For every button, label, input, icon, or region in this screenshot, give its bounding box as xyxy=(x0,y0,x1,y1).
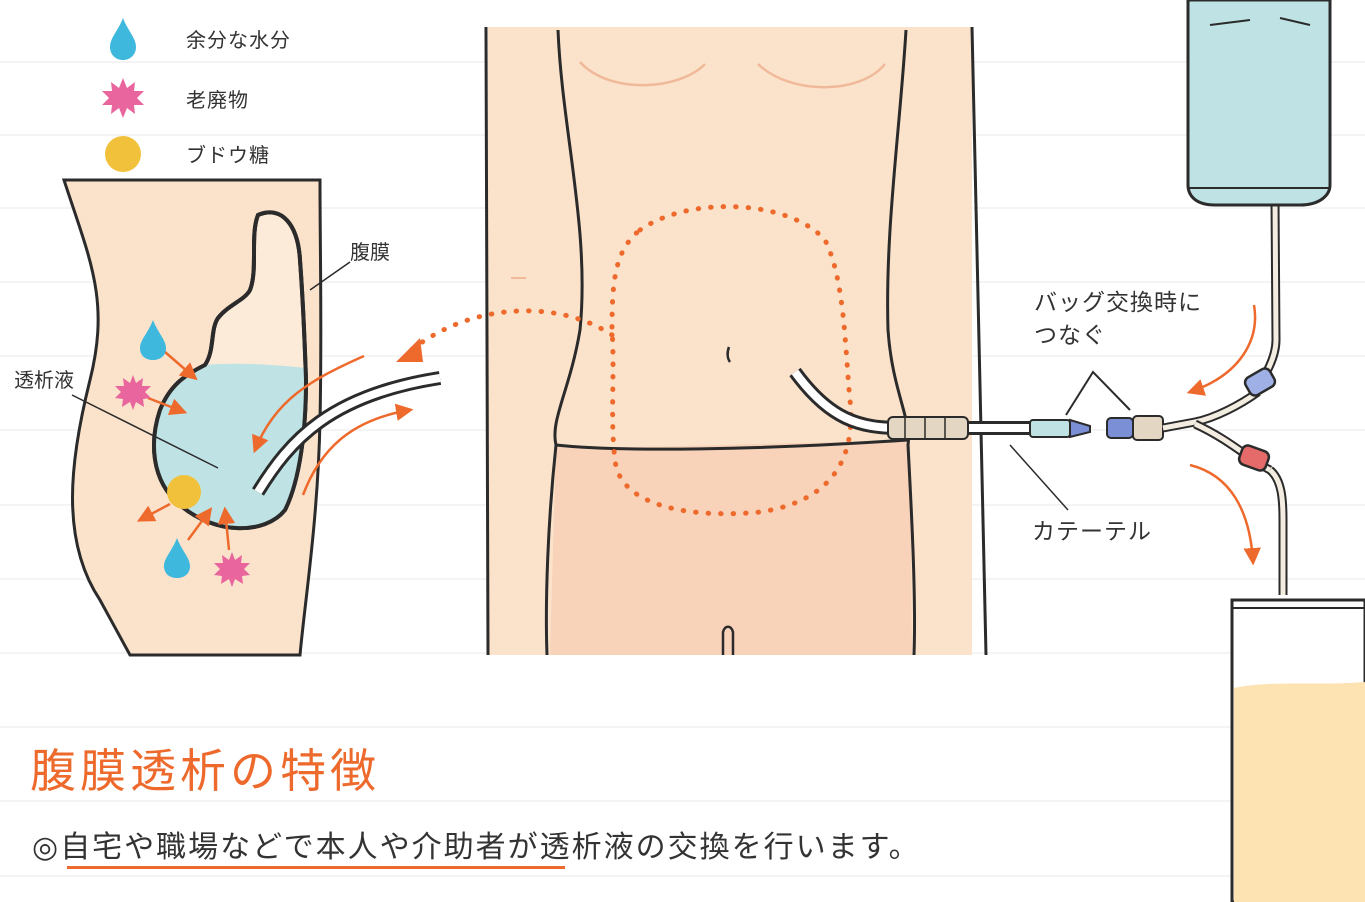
bag-exchange-set xyxy=(1066,0,1365,902)
connect-label-line2: つなぐ xyxy=(1034,323,1106,351)
description-underline xyxy=(67,866,565,869)
bullet-mark: ◎ xyxy=(32,830,60,865)
legend-item-water: 余分な水分 xyxy=(100,15,291,61)
legend-water-label: 余分な水分 xyxy=(186,24,291,53)
glucose-dot-icon xyxy=(167,475,201,509)
waste-star-icon xyxy=(100,75,146,121)
description: ◎自宅や職場などで本人や介助者が透析液の交換を行います。 xyxy=(32,822,921,866)
peritoneum-label: 腹膜 xyxy=(350,240,390,264)
page-title: 腹膜透析の特徴 xyxy=(30,735,380,801)
legend-waste-label: 老廃物 xyxy=(186,84,249,113)
catheter-label: カテーテル xyxy=(1032,519,1152,547)
connect-label-line1: バッグ交換時に xyxy=(1034,290,1202,318)
glucose-dot-icon xyxy=(100,130,146,176)
dialysate-label: 透析液 xyxy=(14,368,74,392)
legend-item-waste: 老廃物 xyxy=(100,75,249,121)
water-drop-icon xyxy=(100,15,146,61)
description-rest: が透析液の交換を行います。 xyxy=(508,830,921,865)
legend-glucose-label: ブドウ糖 xyxy=(186,139,270,168)
description-underlined: 自宅や職場などで本人や介助者 xyxy=(60,830,507,865)
front-torso xyxy=(396,27,1090,655)
dialysate-bag xyxy=(1188,0,1330,205)
legend-item-glucose: ブドウ糖 xyxy=(100,130,270,176)
